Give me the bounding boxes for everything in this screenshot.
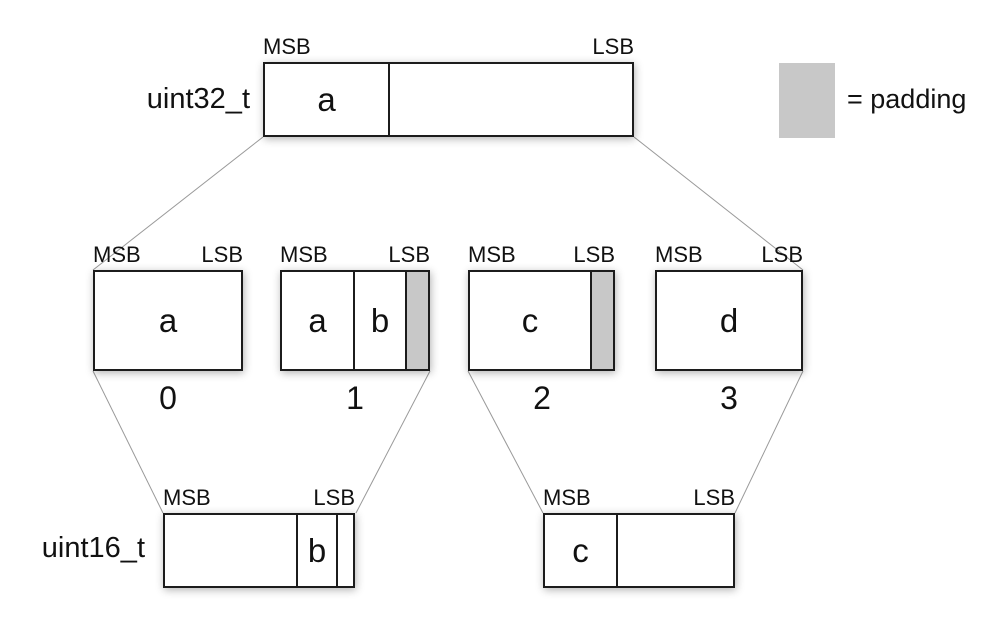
byte2-padding-cell — [592, 272, 613, 369]
uint16-left-box: b — [163, 513, 355, 588]
uint32-lsb-label: LSB — [592, 34, 634, 59]
uint16-right-lsb-label: LSB — [693, 485, 735, 510]
uint32-box: a — [263, 62, 634, 137]
byte0-msb-label: MSB — [93, 242, 141, 267]
byte1-field-a: a — [282, 272, 355, 369]
connector-line — [633, 136, 804, 271]
uint16-left-field-low — [338, 515, 353, 586]
uint16-right-msb-label: MSB — [543, 485, 591, 510]
byte1-field-b: b — [355, 272, 407, 369]
uint32-type-label: uint32_t — [146, 83, 250, 115]
byte1-padding-cell — [407, 272, 428, 369]
uint32-field-rest — [390, 64, 632, 135]
uint32-msb-label: MSB — [263, 34, 311, 59]
byte0-lsb-label: LSB — [201, 242, 243, 267]
uint16-right-field-c: c — [545, 515, 618, 586]
connector-line — [355, 370, 431, 514]
byte2-index-label: 2 — [533, 380, 551, 416]
uint16-right-box: c — [543, 513, 735, 588]
byte1-msb-label: MSB — [280, 242, 328, 267]
padding-swatch — [779, 63, 835, 138]
byte0-index-label: 0 — [159, 380, 177, 416]
byte3-box: d — [655, 270, 803, 371]
byte1-box: a b — [280, 270, 430, 371]
byte1-index-label: 1 — [346, 380, 364, 416]
uint16-left-field-high — [165, 515, 298, 586]
byte3-field-d: d — [719, 302, 739, 339]
byte2-box: c — [468, 270, 615, 371]
byte0-box: a — [93, 270, 243, 371]
byte3-index-label: 3 — [720, 380, 738, 416]
byte3-msb-label: MSB — [655, 242, 703, 267]
connector-line — [92, 370, 164, 514]
uint16-left-field-b: b — [298, 515, 338, 586]
byte2-msb-label: MSB — [468, 242, 516, 267]
uint32-field-a: a — [265, 64, 390, 135]
uint16-left-msb-label: MSB — [163, 485, 211, 510]
connector-line — [734, 370, 804, 514]
connector-line — [92, 136, 264, 271]
byte2-lsb-label: LSB — [573, 242, 615, 267]
uint16-type-label: uint16_t — [41, 532, 145, 564]
padding-legend-label: = padding — [847, 84, 967, 114]
uint16-left-lsb-label: LSB — [313, 485, 355, 510]
byte3-lsb-label: LSB — [761, 242, 803, 267]
connector-line — [467, 370, 544, 514]
byte1-lsb-label: LSB — [388, 242, 430, 267]
uint16-right-field-low — [618, 515, 733, 586]
byte0-field-a: a — [158, 302, 178, 339]
byte2-field-c: c — [470, 272, 592, 369]
